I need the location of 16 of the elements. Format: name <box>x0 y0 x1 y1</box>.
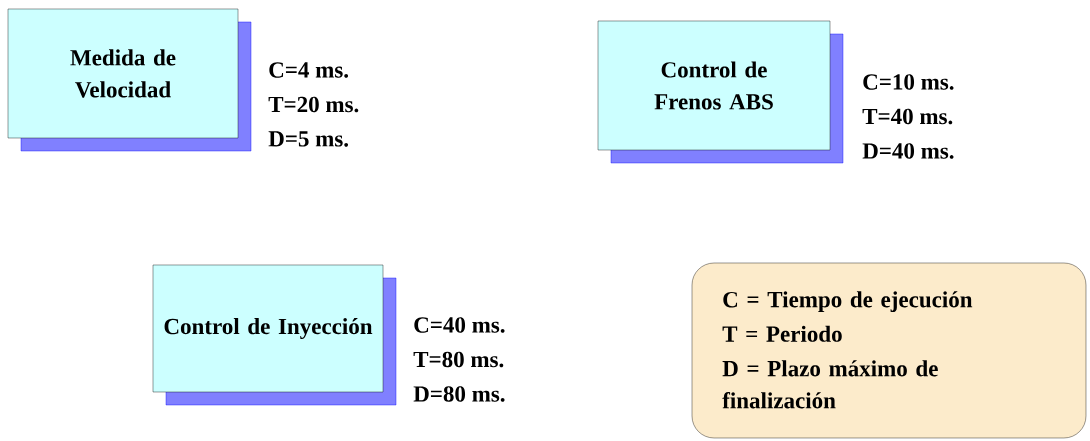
task-box: Control de Frenos ABS <box>597 20 844 164</box>
task-box: Medida de Velocidad <box>7 8 252 152</box>
legend-box <box>691 262 1087 439</box>
timing-value: T=40 ms. <box>862 108 953 125</box>
legend-text: D = Plazo máximo de finalización <box>722 360 938 409</box>
task-box: Control de Inyección <box>152 264 397 406</box>
timing-value: T=80 ms. <box>413 351 504 368</box>
timing-value: D=5 ms. <box>268 131 348 147</box>
legend-text: T = Periodo <box>722 325 842 342</box>
legend-text: C = Tiempo de ejecución <box>723 291 973 313</box>
timing-value: C=10 ms. <box>863 74 954 90</box>
timing-value: C=40 ms. <box>414 317 505 333</box>
timing-value: D=80 ms. <box>413 386 505 402</box>
timing-value: D=40 ms. <box>862 143 954 159</box>
timing-value: C=4 ms. <box>269 62 348 78</box>
timing-value: T=20 ms. <box>268 96 359 113</box>
